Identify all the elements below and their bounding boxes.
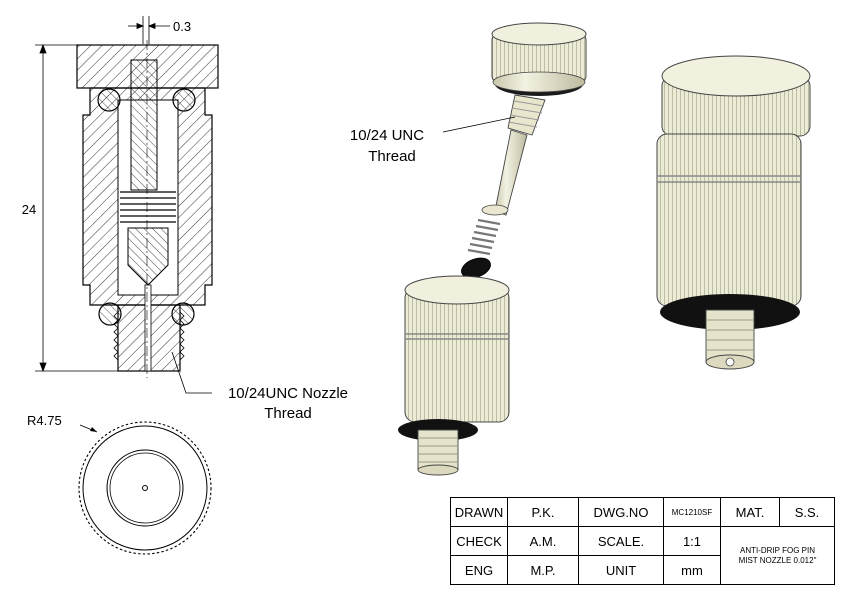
assembled-view: [656, 55, 811, 370]
description-line2: MIST NOZZLE 0.012": [738, 555, 817, 565]
title-block: DRAWN P.K. DWG.NO MC1210SF MAT. S.S. CHE…: [450, 497, 835, 585]
end-view: [78, 421, 212, 555]
unit-label: UNIT: [578, 555, 664, 585]
height-dimension-text-left: 24: [22, 202, 36, 217]
exploded-view: [398, 22, 587, 476]
eng-label: ENG: [450, 555, 508, 585]
cross-section-view: [76, 40, 219, 378]
exploded-body: [398, 275, 510, 476]
nozzle-thread-label-line2: Thread: [264, 405, 312, 422]
nozzle-thread-leader: [171, 351, 212, 394]
check-label: CHECK: [450, 526, 508, 556]
exploded-spring: [467, 218, 501, 256]
scale-label: SCALE.: [578, 526, 664, 556]
dwg-no-value: MC1210SF: [663, 497, 721, 527]
unit-value: mm: [663, 555, 721, 585]
scale-value: 1:1: [663, 526, 721, 556]
dwg-no-label: DWG.NO: [578, 497, 664, 527]
drawn-value: P.K.: [507, 497, 579, 527]
spring-section: [120, 191, 176, 223]
pin-thread-label-line1: 10/24 UNC: [350, 127, 424, 144]
nozzle-thread-label-line1: 10/24UNC Nozzle: [228, 385, 348, 402]
pin-thread-label-line2: Thread: [368, 148, 416, 165]
check-value: A.M.: [507, 526, 579, 556]
description-line1: ANTI-DRIP FOG PIN: [740, 545, 815, 555]
gap-dimension: [128, 16, 170, 44]
mat-value: S.S.: [779, 497, 835, 527]
height-dimension: [35, 43, 118, 373]
eng-value: M.P.: [507, 555, 579, 585]
mat-label: MAT.: [720, 497, 780, 527]
gap-dimension-text: 0.3: [173, 19, 191, 34]
description-cell: ANTI-DRIP FOG PIN MIST NOZZLE 0.012": [720, 526, 835, 585]
radius-dimension-text: R4.75: [27, 413, 62, 428]
exploded-cap: [491, 22, 587, 96]
exploded-pin: [481, 94, 546, 216]
drawn-label: DRAWN: [450, 497, 508, 527]
